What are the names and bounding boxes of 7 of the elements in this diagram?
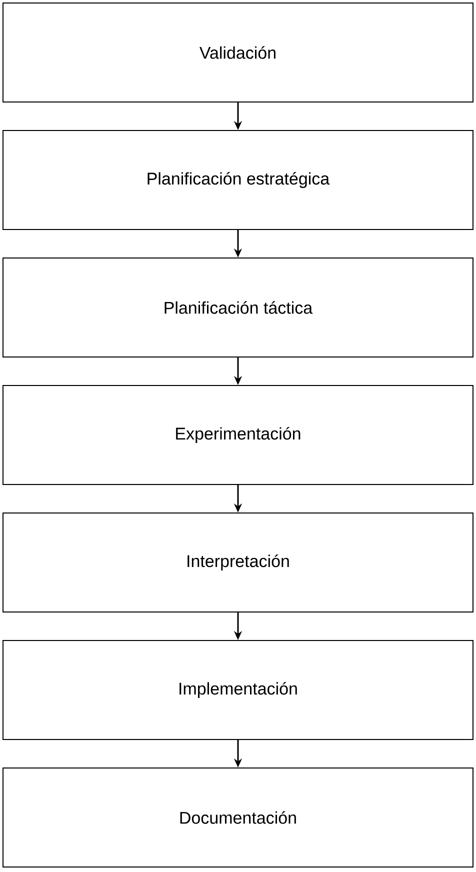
process-box: Experimentación xyxy=(2,385,474,485)
process-box: Interpretación xyxy=(2,512,474,612)
process-box: Documentación xyxy=(2,768,474,868)
process-box: Validación xyxy=(2,2,474,102)
process-box: Implementación xyxy=(2,640,474,740)
process-box: Planificación estratégica xyxy=(2,130,474,230)
process-box: Planificación táctica xyxy=(2,258,474,358)
